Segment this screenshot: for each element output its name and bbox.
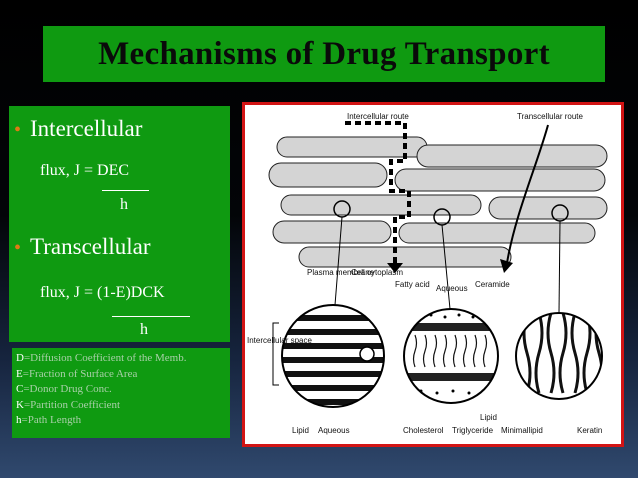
bullet-label: Intercellular	[30, 116, 143, 141]
corneocyte	[416, 144, 608, 168]
label-plasma-membrane: Plasma membrane	[307, 268, 375, 277]
bullet-dot-icon: •	[14, 119, 22, 141]
corneocyte	[272, 220, 392, 244]
formula-intercellular: flux, J = DEC	[40, 162, 130, 179]
intercellular-route-path	[345, 121, 411, 265]
title-banner: Mechanisms of Drug Transport	[43, 26, 605, 82]
corneocyte	[394, 168, 606, 192]
lipid-bilayer-detail	[282, 305, 384, 407]
legend-item: D=Diffusion Coefficient of the Memb.	[16, 352, 187, 364]
legend-item: h=Path Length	[16, 414, 82, 426]
route-arrowhead-icon	[500, 259, 513, 273]
bullet-dot-icon: •	[14, 237, 22, 259]
transcellular-route-path	[506, 124, 549, 264]
legend-item: K=Partition Coefficient	[16, 398, 121, 411]
diagram-svg: Intercellular route Transcellular route …	[247, 112, 608, 435]
label-lipid-mid: Lipid	[480, 413, 497, 422]
label-ceramide: Ceramide	[475, 280, 510, 289]
bullet-intercellular: • Intercellular	[14, 116, 142, 142]
legend-item: C=Donor Drug Conc.	[16, 383, 112, 395]
label-triglyceride: Triglyceride	[452, 426, 494, 435]
label-aqueous-top: Aqueous	[436, 284, 468, 293]
corneocyte	[398, 222, 596, 244]
variable-legend: D=Diffusion Coefficient of the Memb. E=F…	[12, 348, 230, 438]
corneocyte	[268, 162, 388, 188]
slide-title: Mechanisms of Drug Transport	[98, 35, 550, 72]
bullet-label: Transcellular	[30, 234, 151, 259]
label-intercellular-space: Intercellular space	[247, 336, 312, 345]
skin-transport-diagram: Intercellular route Transcellular route …	[242, 102, 624, 447]
formula-denominator: h	[140, 321, 148, 338]
fraction-bar	[102, 190, 149, 191]
legend-item: E=Fraction of Surface Area	[16, 367, 138, 380]
label-transcellular-route: Transcellular route	[517, 112, 584, 121]
bullet-transcellular: • Transcellular	[14, 234, 151, 260]
corneocyte	[488, 196, 608, 220]
label-minimal-lipid: Minimallipid	[501, 426, 543, 435]
route-arrowhead-icon	[387, 263, 403, 273]
corneocyte	[298, 246, 512, 268]
label-fatty-acid: Fatty acid	[395, 280, 430, 289]
label-keratin: Keratin	[577, 426, 602, 435]
formula-transcellular: flux, J = (1-E)DCK	[40, 284, 165, 301]
corneocyte-layer	[268, 136, 608, 268]
label-cell-cytoplasm: Cell cytoplasm	[351, 268, 403, 277]
lipid-aqueous-detail	[404, 309, 498, 403]
formula-denominator: h	[120, 196, 128, 213]
fraction-bar	[112, 316, 190, 317]
label-lipid-left: Lipid	[292, 426, 309, 435]
corneocyte	[280, 194, 482, 216]
label-aqueous-bottom: Aqueous	[318, 426, 350, 435]
label-intercellular-route: Intercellular route	[347, 112, 409, 121]
label-cholesterol: Cholesterol	[403, 426, 444, 435]
formula-panel: • Intercellular flux, J = DEC h • Transcel…	[9, 106, 230, 342]
